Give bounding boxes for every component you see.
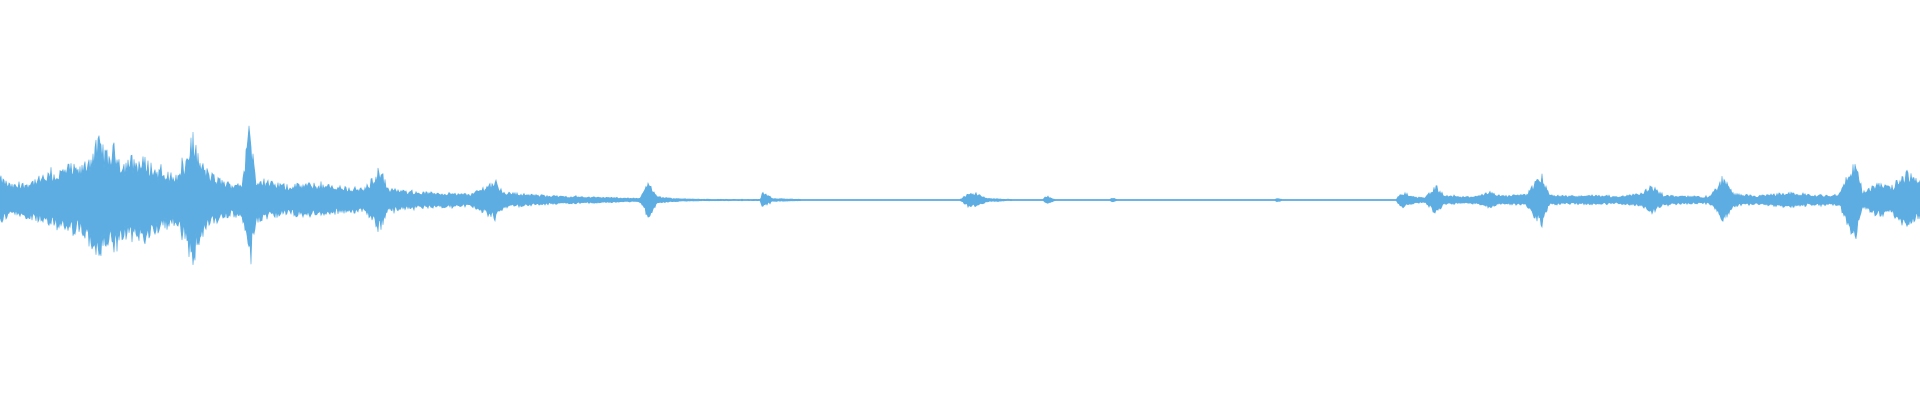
waveform-path — [0, 125, 1920, 266]
